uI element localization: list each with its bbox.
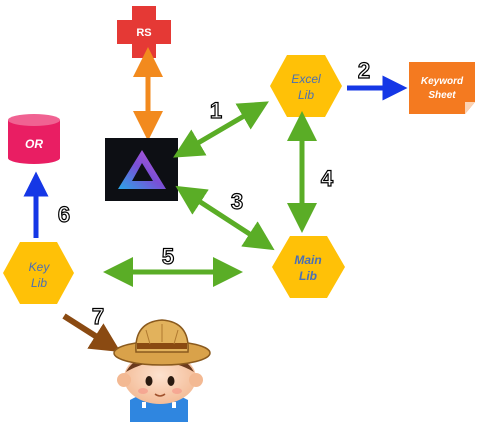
key-lib-hexagon	[3, 242, 74, 304]
excel-lib-label-line2: Lib	[298, 88, 314, 102]
farmer-eye-right	[167, 376, 175, 386]
edge-label-4: 4	[321, 166, 334, 191]
rs-node[interactable]: RS	[117, 6, 171, 58]
farmer-cheek-left	[138, 388, 148, 394]
key-lib-label-line1: Key	[29, 260, 51, 274]
or-label: OR	[25, 137, 43, 151]
or-cylinder-body	[8, 120, 60, 164]
edge-label-6: 6	[58, 202, 70, 227]
key-lib-label-line2: Lib	[31, 276, 47, 290]
main-lib-node[interactable]: Main Lib	[272, 236, 345, 298]
edge-label-5: 5	[162, 244, 174, 269]
keyword-sheet-label-line2: Sheet	[428, 90, 456, 101]
excel-lib-hexagon	[270, 55, 342, 117]
keyword-sheet-fold	[465, 102, 475, 114]
edge-label-3: 3	[231, 189, 243, 214]
farmer-mouth	[154, 393, 166, 397]
or-cylinder-top	[8, 114, 60, 126]
farmer-hat-band	[137, 343, 187, 349]
farmer-button-right	[172, 402, 176, 408]
farmer-hat-weave	[145, 324, 179, 345]
excel-lib-label-line1: Excel	[291, 72, 321, 86]
farmer-cheek-right	[172, 388, 182, 394]
farmer-avatar-icon[interactable]	[113, 319, 211, 422]
app-excel-arrow	[173, 101, 269, 158]
keyword-sheet-shape	[409, 62, 475, 114]
or-node[interactable]: OR	[8, 114, 60, 164]
farmer-ear-left	[117, 373, 131, 387]
edge-label-1: 1	[210, 98, 222, 123]
edge-label-2: 2	[358, 58, 370, 83]
excel-lib-node[interactable]: Excel Lib	[270, 55, 342, 117]
keylib-user-arrow	[62, 313, 121, 353]
main-lib-hexagon	[272, 236, 345, 298]
main-lib-label-line1: Main	[294, 253, 321, 267]
app-logo-icon[interactable]	[105, 138, 178, 201]
farmer-eye-left	[145, 376, 153, 386]
app-logo-mark	[118, 150, 166, 189]
app-mainlib-arrow	[175, 185, 275, 251]
rs-label: RS	[136, 27, 151, 39]
farmer-button-left	[142, 402, 146, 408]
edge-label-7: 7	[92, 304, 104, 329]
farmer-ear-right	[189, 373, 203, 387]
keyword-sheet-node[interactable]: Keyword Sheet	[409, 62, 475, 114]
main-lib-label-line2: Lib	[299, 269, 317, 283]
key-lib-node[interactable]: Key Lib	[3, 242, 74, 304]
rs-cross-shape	[117, 6, 171, 58]
keyword-sheet-label-line1: Keyword	[421, 76, 464, 87]
